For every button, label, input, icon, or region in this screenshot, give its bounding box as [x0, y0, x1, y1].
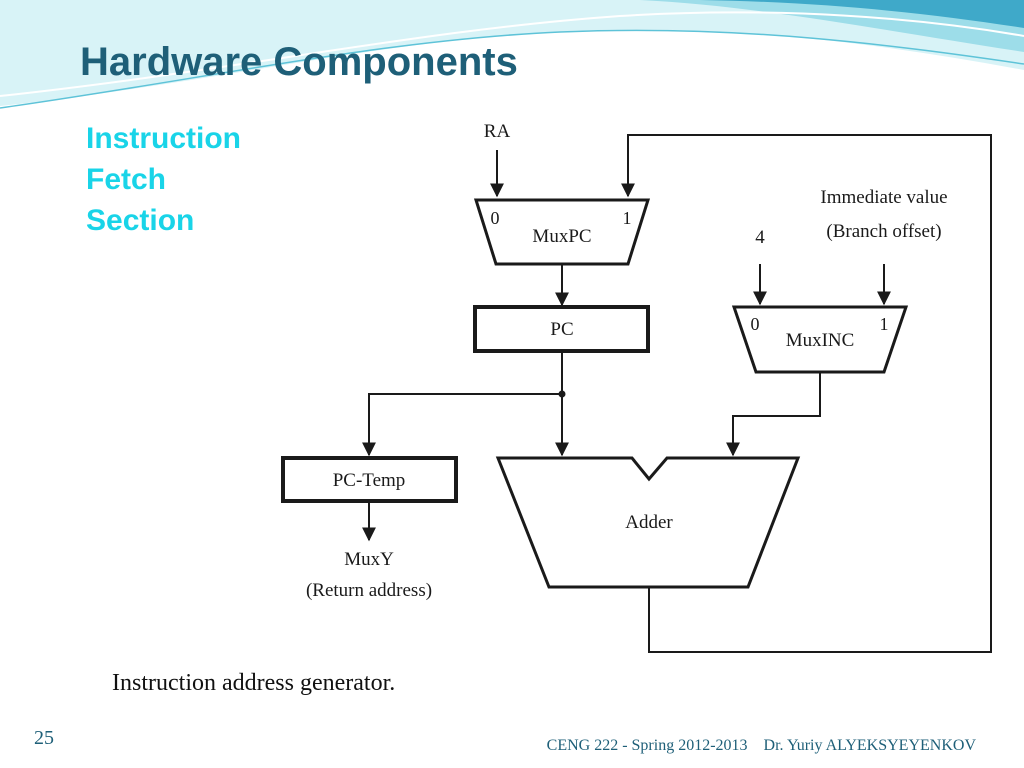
mux-pc-input-1: 1	[623, 208, 632, 228]
section-label: Instruction Fetch Section	[86, 118, 241, 241]
section-label-line-2: Fetch	[86, 163, 167, 196]
pc-label: PC	[550, 319, 573, 340]
immediate-value-label: Immediate value	[820, 187, 947, 208]
pc-temp-label: PC-Temp	[333, 470, 406, 491]
footer-course: CENG 222 - Spring 2012-2013	[546, 737, 748, 754]
muxinc-to-adder-wire	[726, 372, 821, 457]
mux-pc-input-0: 0	[491, 208, 500, 228]
adder	[495, 456, 801, 589]
mux-pc-label: MuxPC	[532, 226, 591, 247]
return-address-label: (Return address)	[306, 580, 432, 601]
instruction-address-generator-diagram: RA 0 1 MuxPC PC 4 Immediate value (Branc…	[281, 121, 992, 653]
header-wave-decoration	[0, 0, 1024, 109]
page-number: 25	[34, 727, 54, 749]
branch-offset-label: (Branch offset)	[826, 221, 941, 242]
mux-inc-label: MuxINC	[786, 330, 855, 351]
ra-label: RA	[484, 121, 511, 142]
adder-label: Adder	[625, 512, 673, 533]
section-label-line-3: Section	[86, 204, 195, 237]
mux-inc-input-0: 0	[751, 314, 760, 334]
muxy-label: MuxY	[344, 549, 394, 570]
header-wave-light	[0, 0, 1024, 106]
const-four-label: 4	[755, 227, 765, 248]
pc-to-pctemp-wire	[362, 393, 562, 457]
header-wave-dark	[700, 0, 1024, 28]
header-wave-line-2	[0, 11, 1024, 97]
footer: CENG 222 - Spring 2012-2013 Dr. Yuriy AL…	[547, 737, 976, 755]
mux-inc-input-1: 1	[880, 314, 889, 334]
slide-title: Hardware Components	[80, 40, 518, 84]
adder-feedback-wire	[621, 134, 992, 653]
diagram-caption: Instruction address generator.	[112, 670, 396, 696]
header-wave-line	[0, 29, 1024, 109]
header-wave-mid	[430, 0, 1024, 52]
pc-register	[473, 305, 650, 353]
mux-pc	[473, 198, 651, 266]
footer-author: Dr. Yuriy ALYEKSYEYENKOV	[763, 737, 976, 754]
mux-inc	[731, 305, 909, 374]
section-label-line-1: Instruction	[86, 122, 241, 155]
